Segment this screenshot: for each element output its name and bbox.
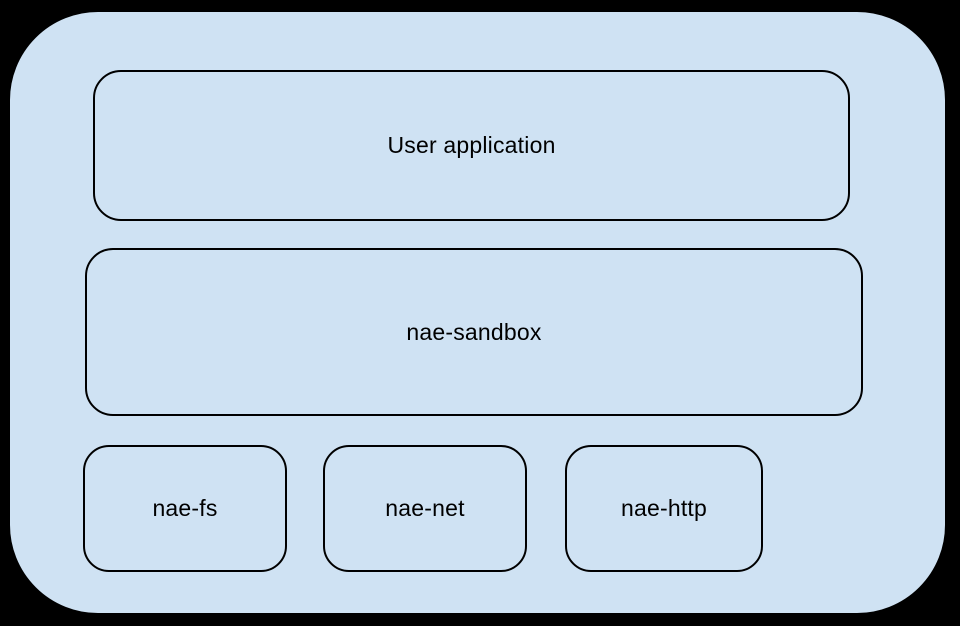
node-nae-http: nae-http <box>565 445 763 572</box>
node-user-application-label: User application <box>387 132 556 158</box>
node-nae-sandbox-label: nae-sandbox <box>406 318 542 345</box>
node-nae-net-label: nae-net <box>385 495 465 521</box>
outer-container-shape: User application nae-sandbox nae-fs nae-… <box>8 10 947 615</box>
node-nae-fs-label: nae-fs <box>152 495 218 521</box>
node-nae-net: nae-net <box>323 445 527 572</box>
node-user-application: User application <box>93 70 850 221</box>
node-nae-fs: nae-fs <box>83 445 287 572</box>
node-nae-sandbox: nae-sandbox <box>85 248 863 416</box>
node-nae-http-label: nae-http <box>621 495 707 521</box>
